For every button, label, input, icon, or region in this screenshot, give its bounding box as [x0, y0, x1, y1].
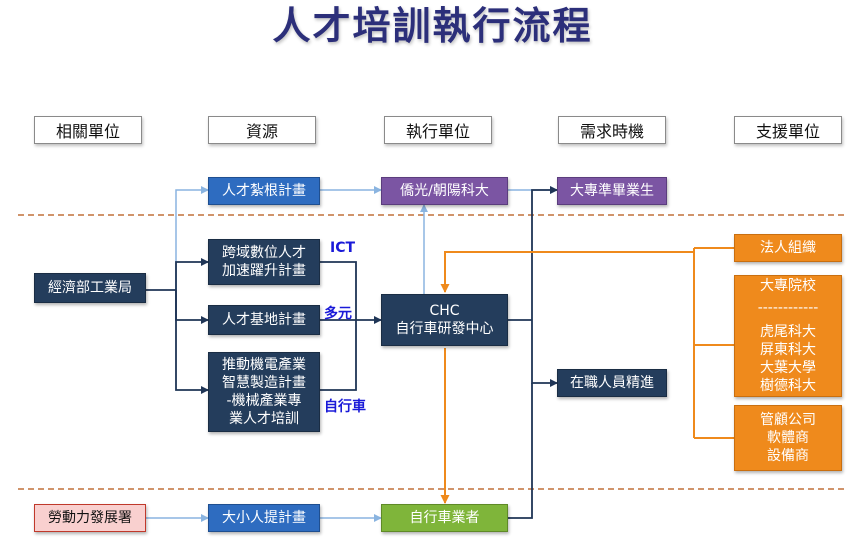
line-industry-to-trunk [508, 383, 533, 519]
colleges-separator: ------------ [757, 300, 819, 316]
mol-box: 勞動力發展署 [34, 504, 146, 532]
line-moea-to-talent-root [175, 186, 209, 290]
line-programs-bracket [320, 261, 357, 391]
vendor-2: 軟體商 [767, 430, 809, 446]
chc-box: CHC 自行車研發中心 [381, 294, 508, 346]
legal-org-box: 法人組織 [734, 234, 842, 262]
in-service-box: 在職人員精進 [557, 369, 667, 397]
chc-line1: CHC [429, 303, 460, 319]
talent-root-box: 人才紮根計畫 [208, 177, 320, 205]
moea-box: 經濟部工業局 [34, 273, 146, 303]
header-executing-units: 執行單位 [384, 116, 492, 144]
line-moea-to-mech [175, 290, 209, 394]
tag-ict: ICT [330, 240, 356, 256]
header-demand-timing: 需求時機 [558, 116, 666, 144]
college-3: 大葉大學 [760, 360, 816, 376]
line-support-to-chc [440, 251, 694, 293]
digital-talent-line2: 加速躍升計畫 [222, 263, 306, 279]
mech-program-box: 推動機電產業 智慧製造計畫 -機械產業專 業人才培訓 [208, 352, 320, 432]
college-1: 虎尾科大 [760, 324, 816, 340]
mech-program-line2: 智慧製造計畫 [222, 375, 306, 391]
mech-program-line1: 推動機電產業 [222, 357, 306, 373]
mech-program-line3: -機械產業專 [226, 393, 302, 409]
digital-talent-line1: 跨域數位人才 [222, 245, 306, 261]
vendor-1: 管顧公司 [760, 412, 816, 428]
line-chc-to-graduates [531, 186, 558, 320]
tag-bicycle: 自行車 [324, 399, 366, 415]
mech-program-line4: 業人才培訓 [229, 411, 299, 427]
colleges-title: 大專院校 [760, 278, 816, 294]
chc-line2: 自行車研發中心 [395, 321, 494, 337]
vendor-3: 設備商 [767, 448, 809, 464]
header-support-units: 支援單位 [734, 116, 842, 144]
line-moea-to-talent-base [175, 290, 209, 324]
page-title: 人才培訓執行流程 [272, 4, 593, 48]
digital-talent-box: 跨域數位人才 加速躍升計畫 [208, 239, 320, 285]
line-chc-to-in-service [531, 320, 558, 387]
header-resources: 資源 [208, 116, 316, 144]
vendors-box: 管顧公司 軟體商 設備商 [734, 405, 842, 471]
schools-exec-box: 僑光/朝陽科大 [381, 177, 508, 205]
talent-base-box: 人才基地計畫 [208, 305, 320, 335]
college-2: 屏東科大 [760, 342, 816, 358]
colleges-box: 大專院校 ------------ 虎尾科大 屏東科大 大葉大學 樹德科大 [734, 275, 842, 397]
college-4: 樹德科大 [760, 378, 816, 394]
graduates-box: 大專準畢業生 [557, 177, 667, 205]
header-related-units: 相關單位 [34, 116, 142, 144]
tag-diverse: 多元 [324, 306, 352, 322]
industry-box: 自行車業者 [381, 504, 508, 532]
line-moea-to-digital [175, 258, 209, 290]
small-big-box: 大小人提計畫 [208, 504, 320, 532]
